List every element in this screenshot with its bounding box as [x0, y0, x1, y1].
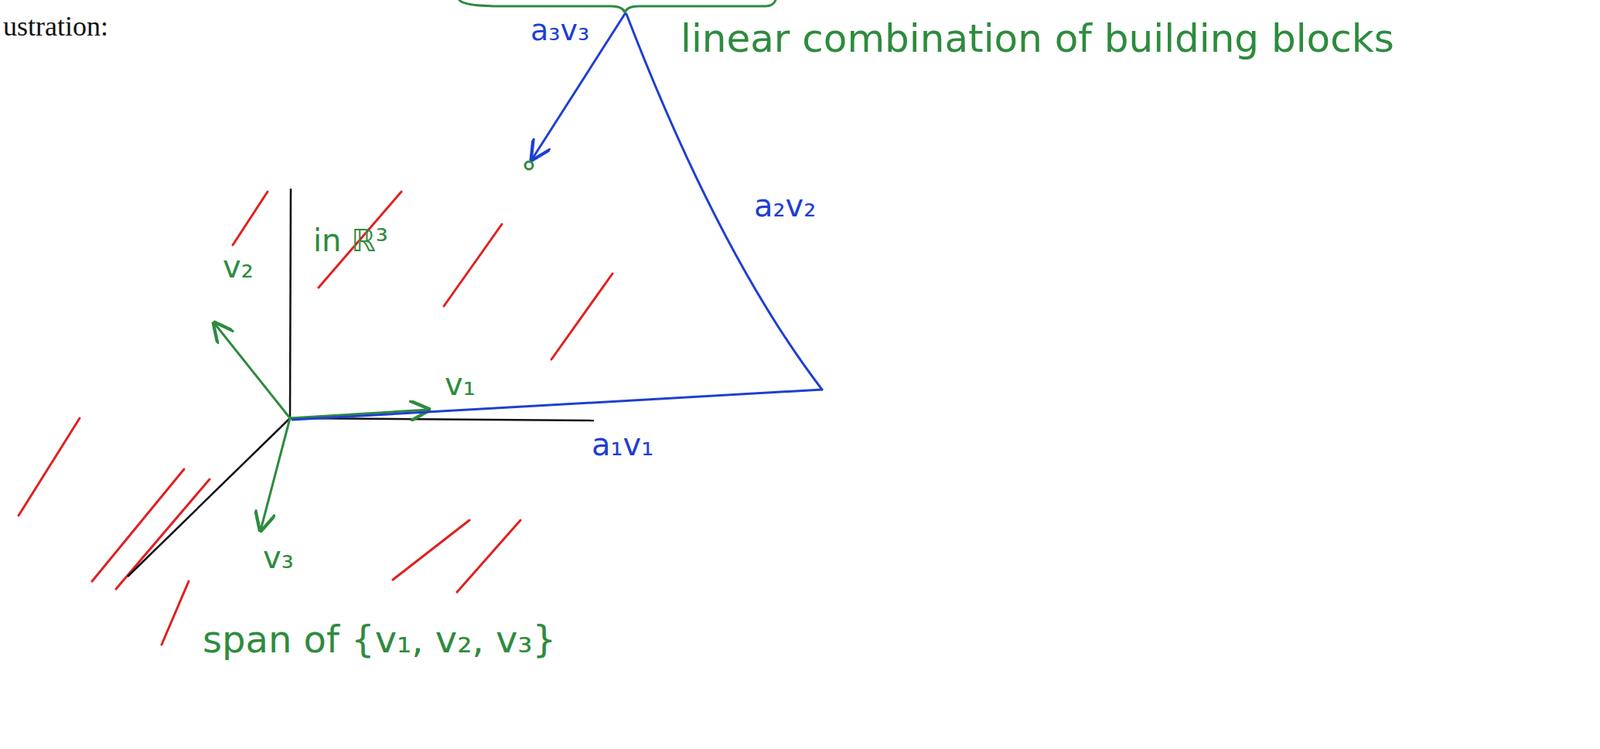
coordinate-axes — [127, 188, 594, 577]
scaled-vector-label: a₃v₃ — [530, 13, 590, 48]
combination-path — [292, 13, 823, 420]
heading-fragment: ustration: — [3, 10, 109, 43]
vector-label: v₂ — [222, 249, 254, 285]
basis-vectors — [214, 0, 776, 531]
space-label: in ℝ³ — [313, 222, 389, 259]
span-label: span of {v₁, v₂, v₃} — [202, 618, 557, 662]
vector-label: v₁ — [444, 366, 476, 403]
vector-label: v₃ — [262, 539, 294, 576]
annotation-note: linear combination of building blocks — [680, 17, 1395, 62]
scaled-vector-label: a₁v₁ — [591, 426, 654, 463]
scaled-vector-label: a₂v₂ — [753, 187, 816, 224]
